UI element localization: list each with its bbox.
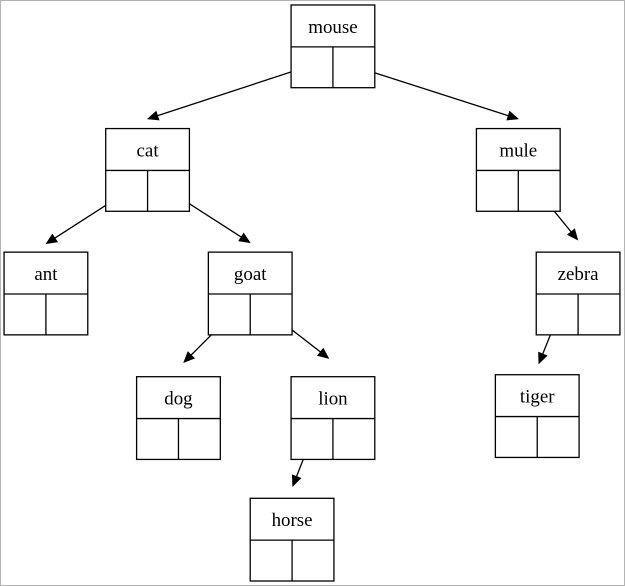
tree-node-horse: horse xyxy=(249,497,335,582)
node-label: horse xyxy=(272,510,313,531)
node-label: tiger xyxy=(520,387,555,408)
node-label: mouse xyxy=(308,17,357,38)
node-label: cat xyxy=(137,140,160,161)
node-label: zebra xyxy=(558,264,600,285)
tree-node-tiger: tiger xyxy=(494,374,580,459)
tree-node-goat: goat xyxy=(207,251,293,336)
node-label: mule xyxy=(499,140,537,161)
tree-node-zebra: zebra xyxy=(535,251,621,336)
tree-node-dog: dog xyxy=(135,376,221,461)
tree-node-mule: mule xyxy=(475,127,561,212)
edge-mouse-right-to-mule xyxy=(352,65,519,121)
edge-mouse-left-to-cat xyxy=(146,64,314,121)
tree-node-mouse: mouse xyxy=(290,4,376,89)
nodes-layer: mouse cat mule ant goat zebra dog lion tiger hors… xyxy=(3,4,621,582)
node-label: lion xyxy=(318,389,348,410)
tree-node-cat: cat xyxy=(105,127,191,212)
tree-node-lion: lion xyxy=(290,376,376,461)
tree-node-ant: ant xyxy=(3,251,89,336)
node-label: goat xyxy=(234,264,267,285)
node-label: ant xyxy=(34,264,58,285)
node-label: dog xyxy=(164,389,193,410)
